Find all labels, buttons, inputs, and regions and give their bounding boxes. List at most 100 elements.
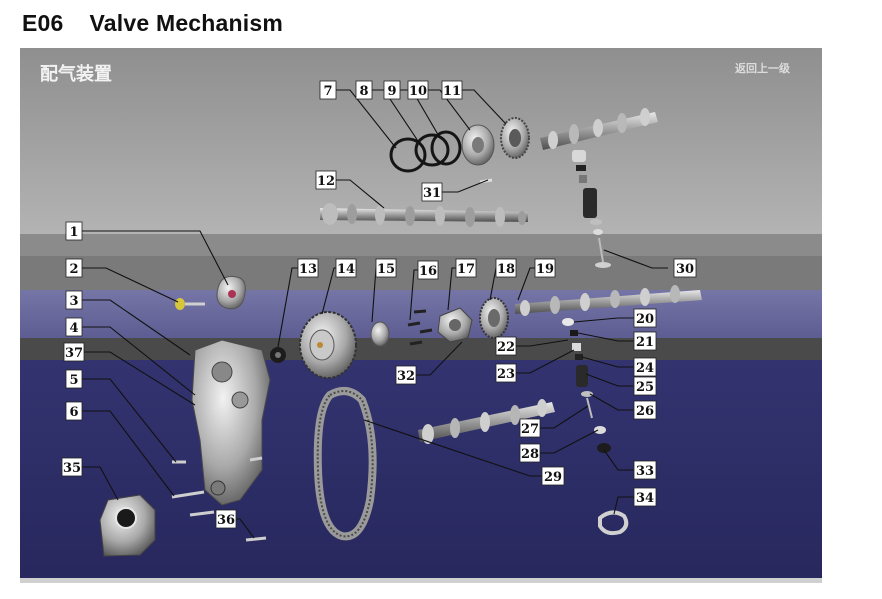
callout-37: 37: [63, 342, 85, 362]
callout-14: 14: [335, 258, 357, 278]
svg-text:7: 7: [323, 84, 332, 99]
page-title: E06 Valve Mechanism: [22, 10, 283, 37]
sprocket-part-18: [479, 297, 509, 339]
callout-5: 5: [65, 369, 83, 389]
svg-text:21: 21: [636, 335, 654, 350]
callout-23: 23: [495, 363, 517, 383]
svg-text:37: 37: [65, 346, 83, 361]
valve-stack-upper: [572, 150, 611, 268]
callout-12: 12: [315, 170, 337, 190]
callout-6: 6: [65, 401, 83, 421]
svg-text:5: 5: [69, 373, 78, 388]
svg-text:17: 17: [457, 262, 475, 277]
svg-text:4: 4: [69, 321, 78, 336]
svg-text:13: 13: [299, 262, 317, 277]
timing-belt-part-29: [313, 387, 377, 541]
svg-text:27: 27: [521, 422, 539, 437]
svg-text:23: 23: [497, 367, 515, 382]
back-link[interactable]: 返回上一级: [735, 61, 791, 75]
callout-28: 28: [519, 443, 541, 463]
callout-30: 30: [673, 258, 697, 278]
svg-text:15: 15: [377, 262, 395, 277]
callout-31: 31: [421, 182, 443, 202]
callout-10: 10: [407, 80, 429, 100]
callout-26: 26: [633, 400, 657, 420]
svg-text:32: 32: [397, 369, 415, 384]
bolts-part-16: [407, 309, 433, 346]
callout-19: 19: [534, 258, 556, 278]
callout-33: 33: [633, 460, 657, 480]
svg-text:29: 29: [544, 470, 562, 485]
svg-text:11: 11: [443, 84, 461, 99]
intake-camshaft: [320, 203, 528, 227]
svg-text:31: 31: [423, 186, 441, 201]
callout-15: 15: [375, 258, 397, 278]
callout-35: 35: [61, 457, 83, 477]
svg-text:18: 18: [497, 262, 515, 277]
svg-text:22: 22: [497, 340, 515, 355]
svg-text:24: 24: [636, 361, 654, 376]
callout-29: 29: [541, 466, 565, 486]
bracket-part-1: [216, 275, 246, 310]
callout-11: 11: [441, 80, 463, 100]
svg-text:33: 33: [636, 464, 654, 479]
svg-text:8: 8: [359, 84, 368, 99]
tappet-part-20: [562, 318, 574, 326]
callout-18: 18: [495, 258, 517, 278]
callout-2: 2: [65, 258, 83, 278]
callout-25: 25: [633, 376, 657, 396]
svg-text:36: 36: [217, 513, 235, 528]
washer-part-15: [370, 321, 390, 347]
callout-labels: 1 2 3 4 37 5 6 35 7 8 9 10 11 12 31 13 1…: [61, 80, 697, 529]
svg-text:6: 6: [69, 405, 78, 420]
callout-16: 16: [417, 260, 439, 280]
svg-text:26: 26: [636, 404, 654, 419]
upper-camshaft: [540, 108, 658, 150]
callout-32: 32: [395, 365, 417, 385]
callout-4: 4: [65, 317, 83, 337]
callout-24: 24: [633, 357, 657, 377]
callout-34: 34: [633, 487, 657, 507]
callout-27: 27: [519, 418, 541, 438]
section-code: E06: [22, 10, 64, 36]
callout-13: 13: [297, 258, 319, 278]
timing-cover: [191, 339, 271, 506]
svg-text:19: 19: [536, 262, 554, 277]
svg-text:14: 14: [337, 262, 355, 277]
svg-text:25: 25: [636, 380, 654, 395]
plate-part-17: [437, 307, 473, 343]
svg-text:20: 20: [636, 312, 654, 327]
svg-text:10: 10: [409, 84, 427, 99]
ring-plates: [461, 117, 530, 166]
svg-text:1: 1: [69, 225, 78, 240]
exhaust-camshaft: [515, 285, 702, 316]
callout-9: 9: [383, 80, 401, 100]
svg-text:9: 9: [387, 84, 396, 99]
pump-housing-part-35: [99, 494, 156, 557]
clamp-part-34: [598, 510, 629, 536]
callout-8: 8: [355, 80, 373, 100]
svg-text:28: 28: [521, 447, 539, 462]
callout-1: 1: [65, 221, 83, 241]
callout-7: 7: [319, 80, 337, 100]
timing-pulley-part-14: [299, 311, 357, 379]
svg-text:35: 35: [63, 461, 81, 476]
svg-text:2: 2: [69, 262, 78, 277]
svg-text:30: 30: [676, 262, 694, 277]
callout-22: 22: [495, 336, 517, 356]
callout-17: 17: [455, 258, 477, 278]
valve-stack-lower: [570, 330, 611, 453]
bolts-group: [171, 456, 267, 542]
svg-text:3: 3: [69, 294, 78, 309]
callout-36: 36: [215, 509, 237, 529]
diagram-header-cn: 配气装置: [40, 63, 112, 85]
section-title: Valve Mechanism: [89, 10, 284, 36]
callout-21: 21: [633, 331, 657, 351]
svg-text:12: 12: [317, 174, 335, 189]
bolt-part-2: [175, 298, 205, 310]
svg-text:16: 16: [419, 264, 437, 279]
svg-text:34: 34: [636, 491, 654, 506]
callout-3: 3: [65, 290, 83, 310]
circlip-parts: [389, 130, 462, 173]
